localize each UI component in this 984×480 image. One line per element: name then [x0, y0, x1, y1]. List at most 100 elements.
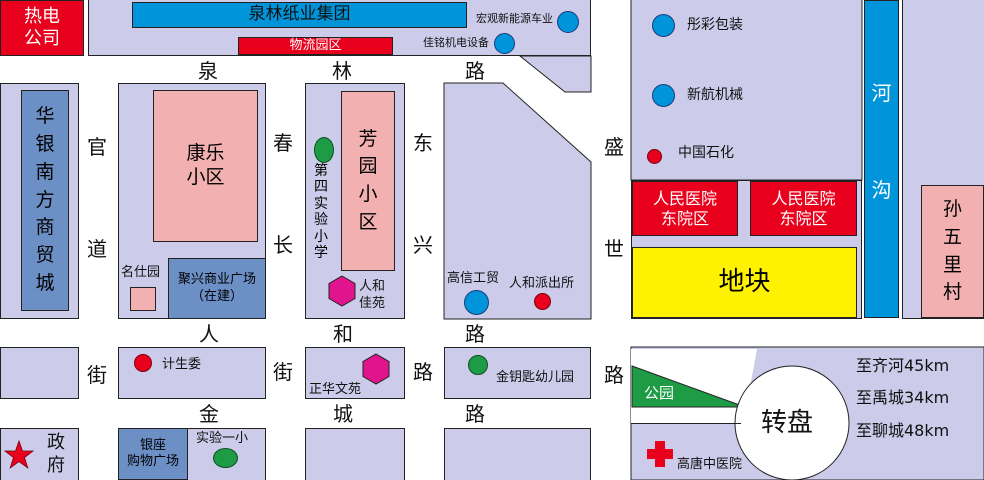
road-chunchang-1: 春: [273, 131, 293, 155]
char: 五: [942, 225, 962, 248]
sinopec-marker[interactable]: [647, 149, 662, 164]
golden-key-label: 金钥匙幼儿园: [496, 370, 575, 385]
char: 里: [942, 253, 962, 276]
mingshi-label: 名仕园: [121, 265, 161, 280]
char: 芳: [358, 127, 378, 150]
juxing-plaza[interactable]: 聚兴商业广场 （在建）: [168, 258, 266, 319]
jiaming-marker[interactable]: [494, 33, 515, 54]
char: 银: [35, 133, 55, 156]
no4-primary-label: 第四实验小学: [314, 163, 328, 261]
quanlin-paper-group[interactable]: 泉林纸业集团: [132, 2, 467, 28]
fangyuan-community[interactable]: 芳园小区: [341, 91, 395, 271]
sinopec-label: 中国石化: [678, 145, 734, 161]
yinzuo-plaza[interactable]: 银座 购物广场: [118, 428, 188, 480]
char: 园: [358, 155, 378, 178]
char: 区: [358, 210, 378, 233]
char: 华: [35, 105, 55, 128]
renhe-police-marker[interactable]: [534, 293, 551, 310]
road-quanlin-1: 泉: [198, 59, 218, 83]
distance-liaocheng: 至聊城48km: [856, 421, 950, 440]
road-jincheng-1: 金: [199, 402, 219, 426]
char: 第: [314, 163, 328, 179]
peoples-hospital-east-1[interactable]: 人民医院 东院区: [632, 181, 738, 236]
road-shengshi-3: 路: [604, 363, 624, 387]
huayin-text: 华银南方商贸城: [35, 105, 54, 295]
char: 四: [314, 179, 328, 196]
road-dongxing-1: 东: [413, 131, 433, 155]
char: 小: [314, 228, 328, 245]
block-r3-1: [0, 347, 79, 399]
road-guandao-3: 街: [87, 363, 107, 387]
road-chunchang-3: 街: [273, 360, 293, 384]
roundabout-label: 转盘: [761, 408, 814, 438]
renhe-police-label: 人和派出所: [509, 276, 575, 291]
plot[interactable]: 地块: [632, 247, 857, 318]
road-guandao-2: 道: [87, 237, 107, 261]
road-chunchang-2: 长: [273, 233, 293, 257]
peoples-hospital-east-2[interactable]: 人民医院 东院区: [750, 181, 857, 236]
river-char-2: 沟: [871, 178, 892, 202]
caicai-label: 彤彩包装: [687, 17, 743, 33]
zhenghua-marker[interactable]: [361, 353, 391, 385]
government-star-icon[interactable]: [3, 439, 35, 470]
river-char-1: 河: [871, 81, 892, 105]
distance-qihe: 至齐河45km: [856, 356, 950, 375]
renhe-jiayuan-marker[interactable]: [327, 275, 357, 307]
road-quanlin-2: 林: [332, 59, 352, 83]
park-label: 公园: [644, 384, 675, 402]
sunwuli-village[interactable]: 孙五里村: [921, 185, 984, 318]
road-renhe-3: 路: [465, 322, 485, 346]
xinhang-marker[interactable]: [652, 84, 675, 107]
char: 南: [35, 160, 55, 183]
char: 贸: [35, 244, 55, 267]
block-r3-4: [444, 347, 591, 399]
golden-key-marker[interactable]: [468, 355, 488, 375]
hongguan-label: 宏观新能源车业: [476, 12, 553, 25]
road-jincheng-2: 城: [333, 402, 353, 426]
road-dongxing-3: 路: [413, 360, 433, 384]
no4-primary-marker[interactable]: [314, 137, 334, 163]
family-planning-label: 计生委: [162, 357, 202, 372]
red-cross-icon[interactable]: [647, 441, 673, 467]
experimental-primary-1-marker[interactable]: [213, 448, 238, 468]
mingshi-garden[interactable]: [130, 287, 156, 311]
gaoxin-marker[interactable]: [464, 290, 489, 315]
char: 学: [314, 244, 328, 261]
block-bottom-4: [444, 428, 591, 480]
road-renhe-2: 和: [333, 322, 353, 346]
logistics-park[interactable]: 物流园区: [238, 37, 393, 55]
block-government: [0, 428, 79, 480]
family-planning-marker[interactable]: [134, 354, 152, 372]
jiaming-label: 佳铭机电设备: [423, 36, 489, 49]
char: 商: [35, 216, 55, 239]
char: 孙: [942, 198, 962, 220]
zhenghua-label: 正华文苑: [309, 382, 362, 397]
road-renhe-1: 人: [199, 322, 219, 346]
road-guandao-1: 官: [87, 135, 107, 159]
char: 城: [35, 271, 55, 294]
char: 村: [942, 281, 962, 304]
huayin-trade-city[interactable]: 华银南方商贸城: [21, 90, 69, 311]
char: 小: [358, 183, 378, 205]
river-canal: 河 沟: [864, 0, 899, 318]
char: 方: [35, 188, 55, 211]
fangyuan-text: 芳园小区: [358, 128, 377, 235]
char: 实: [314, 195, 328, 212]
sunwuli-text: 孙五里村: [943, 198, 962, 305]
block-bottom-3: [305, 428, 405, 480]
road-jincheng-3: 路: [465, 402, 485, 426]
road-shengshi-1: 盛: [604, 135, 624, 159]
distance-yucheng: 至禹城34km: [856, 388, 950, 407]
road-shengshi-2: 世: [604, 237, 624, 261]
thermal-power-company[interactable]: 热电 公司: [0, 0, 84, 56]
xinhang-label: 新航机械: [687, 87, 743, 103]
hongguan-marker[interactable]: [557, 11, 579, 33]
kangle-community[interactable]: 康乐 小区: [153, 90, 258, 242]
caicai-marker[interactable]: [652, 14, 675, 37]
renhe-jiayuan-label: 人和 佳苑: [359, 279, 386, 311]
char: 验: [314, 212, 328, 229]
